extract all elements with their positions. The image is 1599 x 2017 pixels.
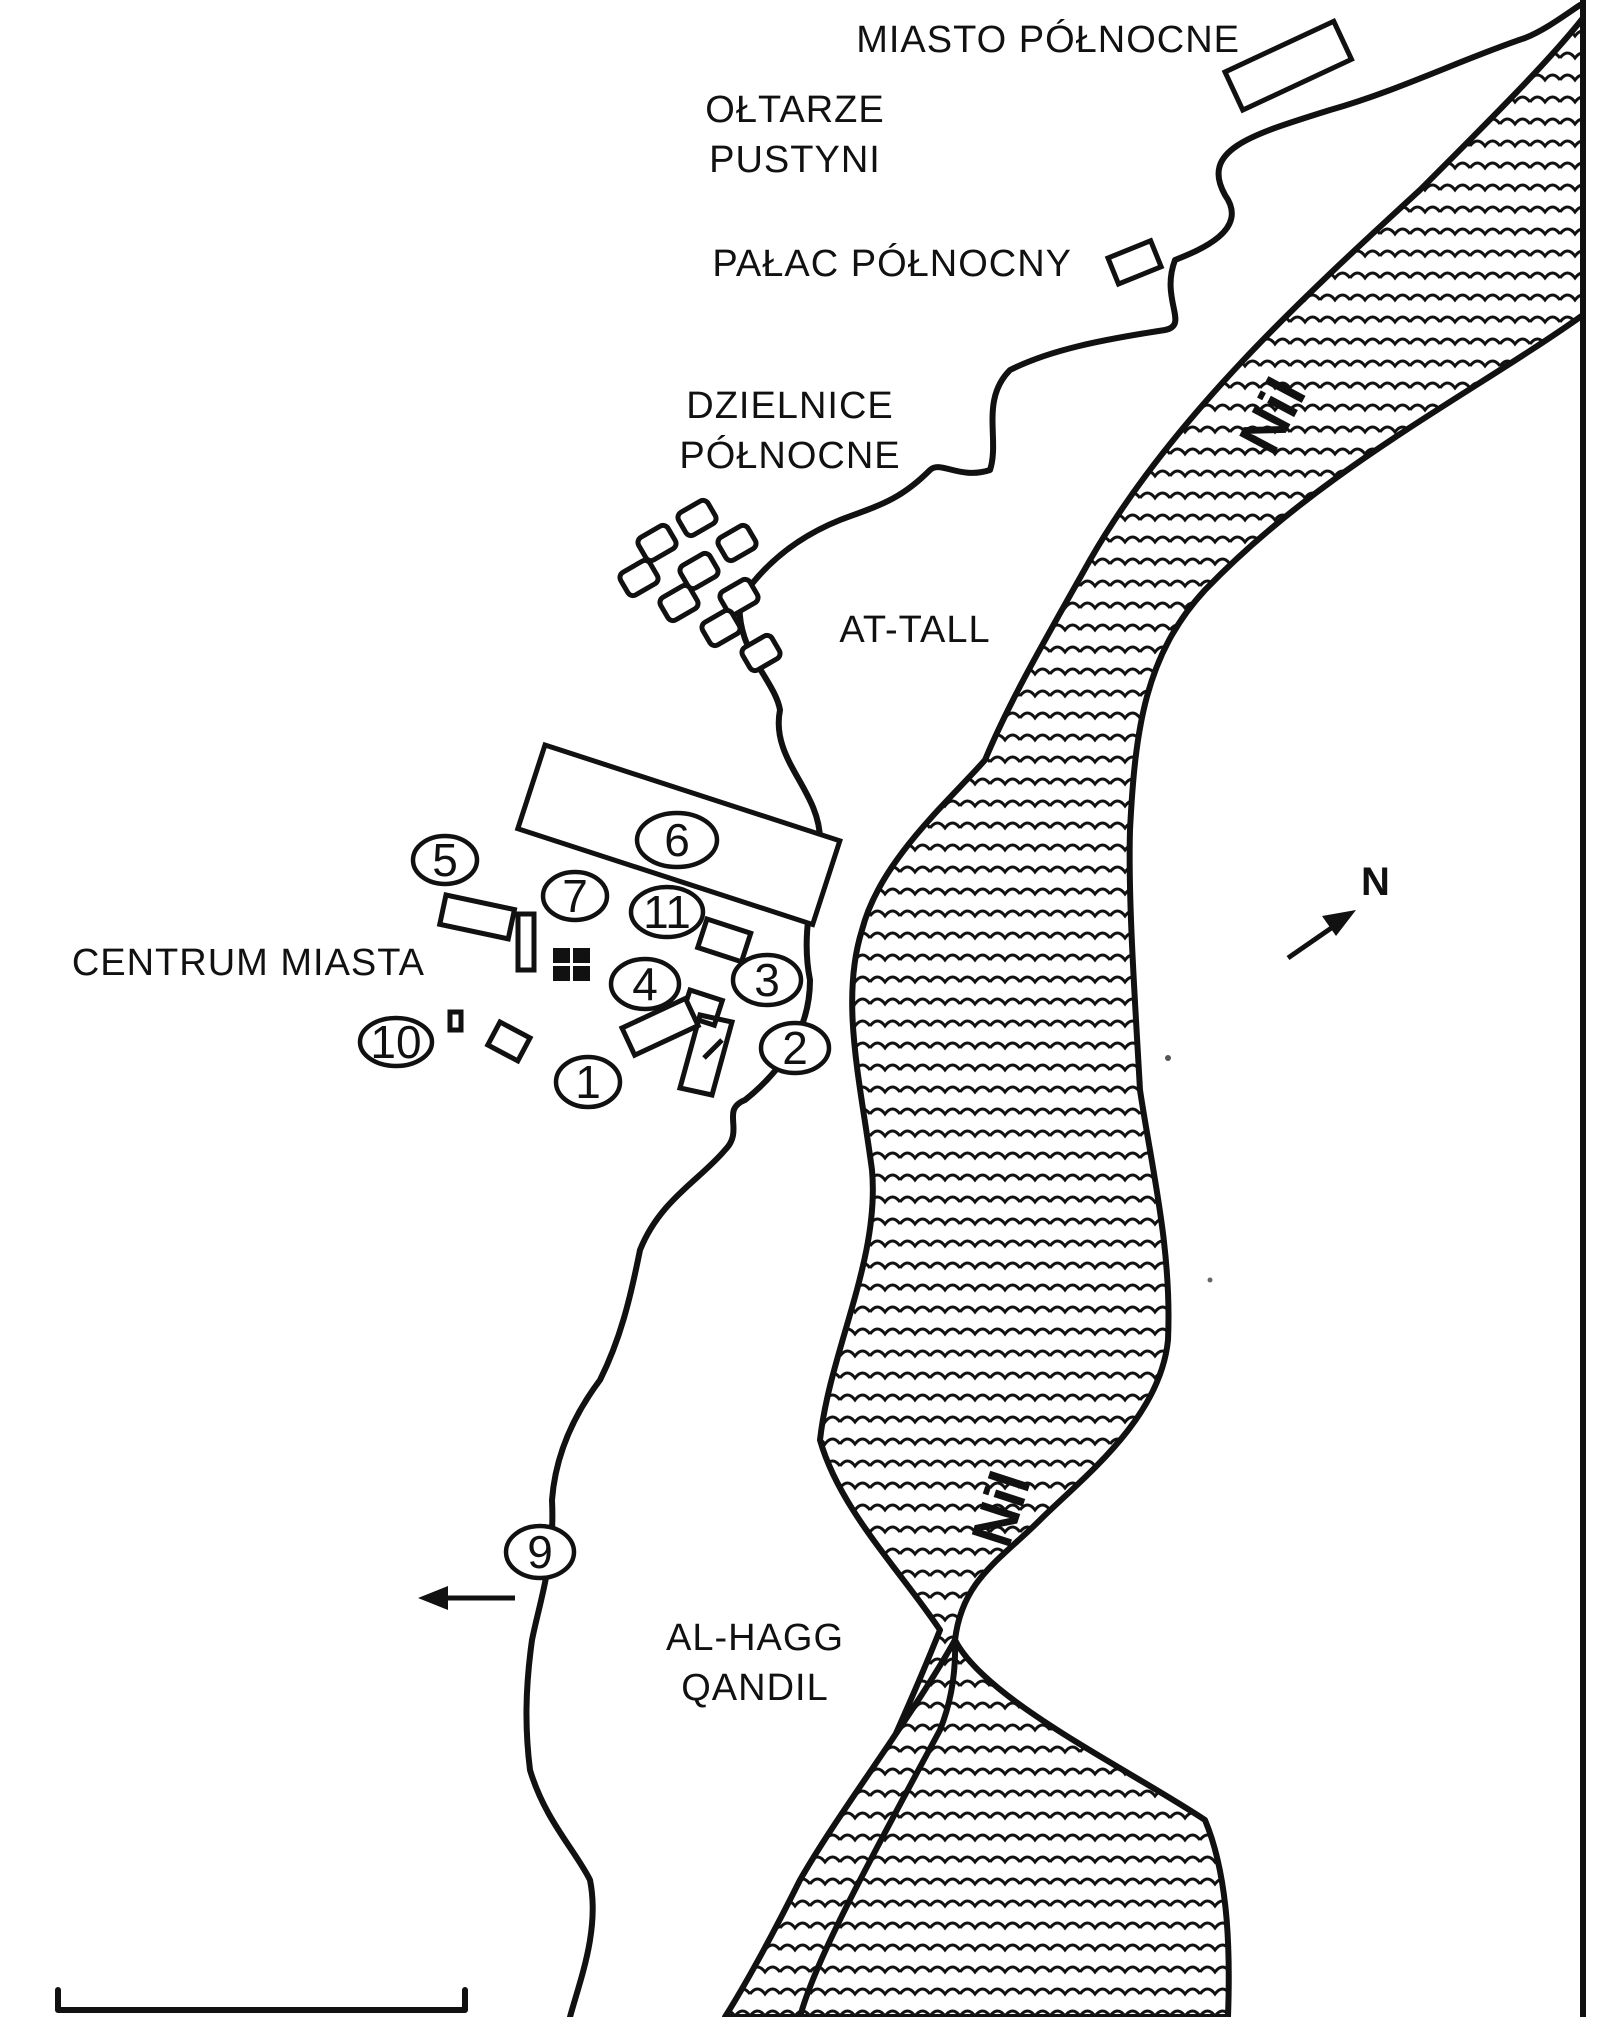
site-marker-2: 2 [758, 1020, 832, 1076]
label-at-tall: AT-TALL [839, 609, 990, 651]
site-marker-1: 1 [553, 1054, 623, 1110]
scale-bar [55, 1987, 468, 2013]
svg-text:7: 7 [562, 870, 588, 922]
site-marker-9: 9 [503, 1523, 577, 1581]
speck [1207, 1277, 1213, 1283]
label-dzielnice-polnocne-1: DZIELNICE [686, 385, 893, 427]
svg-text:10: 10 [370, 1016, 421, 1068]
site-marker-7: 7 [540, 869, 610, 923]
svg-text:4: 4 [632, 958, 658, 1010]
label-al-hagg-qandil-1: AL-HAGG [666, 1617, 844, 1659]
north-suburb-houses [617, 497, 783, 674]
site-marker-10: 10 [357, 1015, 435, 1069]
svg-text:11: 11 [643, 886, 691, 938]
svg-text:2: 2 [782, 1022, 808, 1074]
label-al-hagg-qandil-2: QANDIL [681, 1667, 828, 1709]
north-city-building [1221, 17, 1355, 114]
site-marker-11: 11 [628, 884, 706, 940]
site-marker-3: 3 [730, 952, 804, 1008]
svg-text:6: 6 [664, 814, 690, 866]
label-oltarze-pustyni-1: OŁTARZE [705, 89, 884, 131]
site-marker-5: 5 [410, 833, 480, 887]
site-marker-6: 6 [634, 810, 720, 870]
svg-text:5: 5 [432, 834, 458, 886]
site-marker-4: 4 [608, 956, 682, 1012]
label-centrum-miasta: CENTRUM MIASTA [72, 942, 425, 984]
label-miasto-polnocne: MIASTO PÓŁNOCNE [856, 18, 1240, 61]
svg-text:9: 9 [527, 1526, 553, 1578]
north-arrow: N [1286, 860, 1391, 961]
speck [1165, 1055, 1171, 1061]
label-palac-polnocny: PAŁAC PÓŁNOCNY [712, 242, 1072, 285]
north-palace-building [1104, 237, 1165, 288]
label-oltarze-pustyni-2: PUSTYNI [709, 139, 881, 181]
svg-text:N: N [1361, 860, 1391, 904]
small-palace-grid [553, 948, 590, 981]
label-dzielnice-polnocne-2: PÓŁNOCNE [679, 434, 900, 477]
svg-text:1: 1 [575, 1056, 601, 1108]
svg-text:3: 3 [754, 954, 780, 1006]
west-arrow [418, 1586, 515, 1610]
